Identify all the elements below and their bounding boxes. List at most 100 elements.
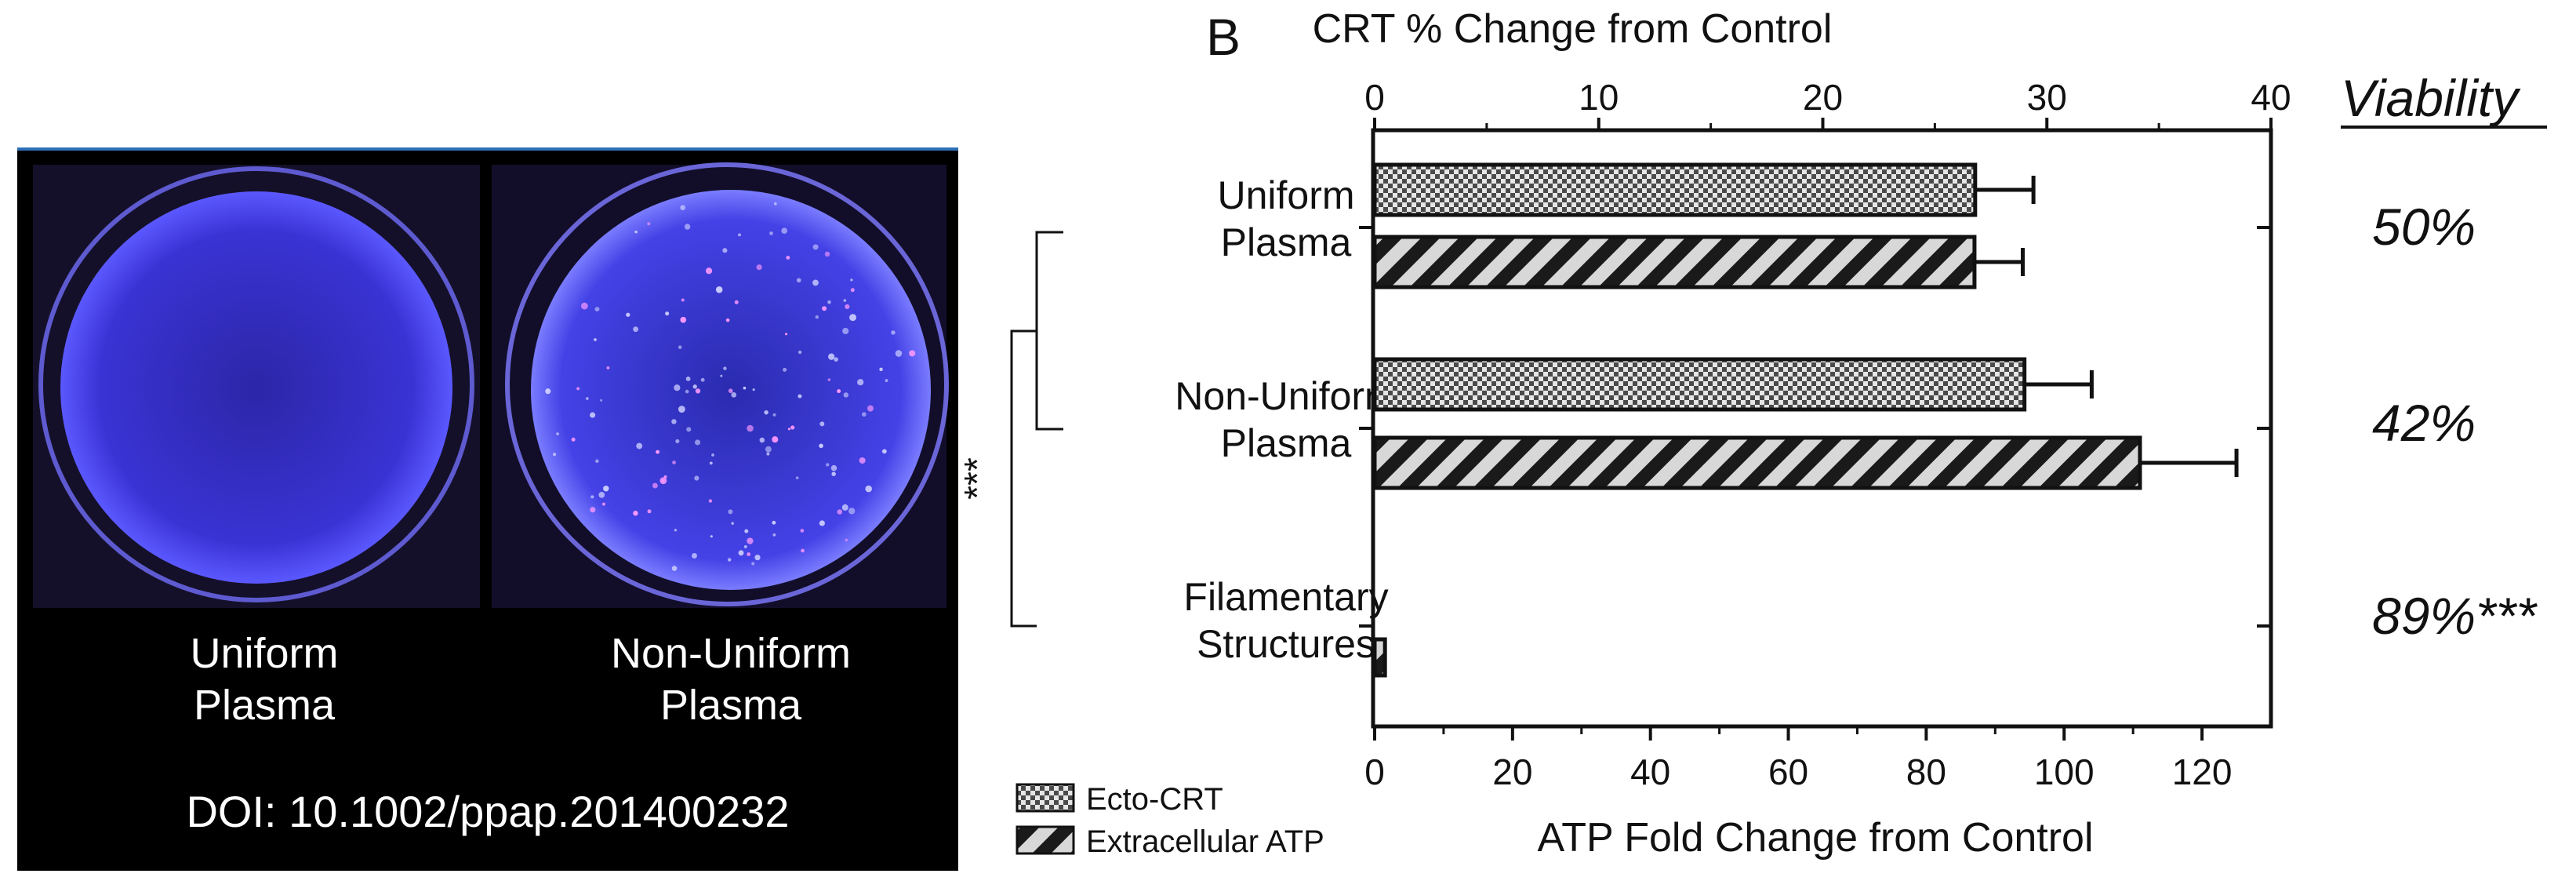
sparkle [882, 449, 887, 454]
sparkle [725, 318, 730, 322]
sparkle [700, 377, 705, 382]
sparkle [586, 397, 589, 400]
sparkle [590, 507, 596, 513]
sparkle [909, 350, 916, 357]
plasma-dishes-image [33, 162, 949, 608]
sparkle [841, 504, 848, 511]
sparkle [734, 300, 739, 304]
sparkle [576, 387, 580, 391]
sparkle [692, 384, 697, 389]
sparkle [680, 316, 687, 323]
sparkle [685, 389, 689, 394]
sparkle [711, 453, 714, 457]
bottom-tick-label: 60 [1768, 752, 1808, 792]
sparkle [756, 264, 762, 271]
category-label: Structures [1197, 622, 1375, 666]
sparkle [781, 227, 788, 234]
sparkle [684, 224, 691, 230]
category-label: Filamentary [1183, 575, 1388, 619]
sparkle [738, 550, 744, 556]
caption-line: Plasma [659, 682, 802, 729]
sparkle [747, 552, 751, 556]
sparkle [766, 452, 770, 456]
sparkle [601, 502, 605, 506]
sparkle [647, 509, 652, 514]
sparkle [595, 459, 599, 464]
sparkle [590, 412, 596, 418]
bottom-tick-label: 100 [2034, 752, 2095, 792]
bottom-axis-title: ATP Fold Change from Control [1537, 815, 2093, 861]
uniform-dish [60, 191, 452, 584]
bar-extracellular-atp [1372, 435, 2142, 490]
sparkle [849, 314, 857, 322]
sparkle [848, 508, 856, 515]
sparkle [764, 409, 768, 415]
sparkle [790, 425, 795, 430]
sparkle [857, 379, 864, 386]
sparkle [686, 427, 692, 432]
bottom-tick-label: 0 [1364, 752, 1385, 792]
sparkle [842, 327, 849, 335]
sparkle [659, 477, 667, 485]
sparkle [831, 471, 836, 476]
top-tick-label: 40 [2251, 77, 2291, 118]
sparkle [598, 491, 605, 498]
top-tick-label: 10 [1579, 77, 1619, 118]
sparkle [678, 345, 682, 349]
top-axis-title: CRT % Change from Control [1313, 6, 1833, 52]
sparkle [786, 256, 790, 260]
sparkle [715, 286, 723, 293]
bar-extracellular-atp [1372, 235, 1977, 289]
category-label: Non-Uniform [1175, 374, 1397, 418]
sparkle [728, 388, 733, 394]
significance-bracket-inner [1035, 231, 1063, 431]
sparkle [723, 366, 727, 370]
sparkle [867, 405, 874, 412]
category-label: Uniform [1217, 173, 1354, 217]
bar-extracellular-atp [1372, 637, 1387, 678]
panel-a-photo: A Uniform Plasma Non-Uniform Plasma D [17, 147, 958, 871]
sparkle [865, 485, 872, 493]
sparkle [674, 384, 681, 391]
panel-b-label: B [1206, 8, 1241, 66]
sparkle [694, 475, 699, 481]
bottom-tick-label: 80 [1906, 752, 1946, 792]
sparkle [824, 251, 830, 257]
doi-text: DOI: 10.1002/ppap.201400232 [186, 787, 790, 836]
bottom-tick-label: 120 [2172, 752, 2233, 792]
sparkle [710, 535, 713, 538]
sparkle [747, 537, 754, 544]
category-labels: UniformPlasmaNon-UniformPlasmaFilamentar… [1175, 173, 2271, 666]
sparkle [827, 300, 831, 304]
sparkle [671, 566, 678, 571]
bars [1372, 162, 2239, 678]
sparkle [727, 558, 732, 562]
sparkle [647, 222, 651, 226]
legend: Ecto-CRT Extracellular ATP [1016, 782, 1324, 859]
sparkle [728, 509, 733, 515]
sparkle [845, 538, 848, 542]
sparkle [850, 278, 853, 282]
sparkle [837, 509, 843, 515]
sparkle [709, 461, 713, 465]
sparkle [834, 357, 838, 362]
bar-ecto-crt [1372, 162, 1978, 217]
sparkle [843, 299, 847, 302]
sparkle [580, 302, 588, 310]
sparkle [594, 307, 600, 312]
sparkle [731, 522, 734, 525]
sparkle [812, 279, 819, 286]
legend-label-atp: Extracellular ATP [1086, 824, 1324, 859]
sparkle [772, 413, 776, 417]
sparkle [680, 205, 686, 211]
caption-line: Plasma [193, 682, 336, 729]
sparkle [633, 511, 638, 516]
sparkle [754, 555, 761, 561]
sparkle [891, 330, 896, 335]
top-tick-label: 20 [1803, 77, 1843, 118]
sparkle [633, 326, 639, 333]
sparkle [819, 520, 825, 526]
sparkle [885, 379, 888, 383]
